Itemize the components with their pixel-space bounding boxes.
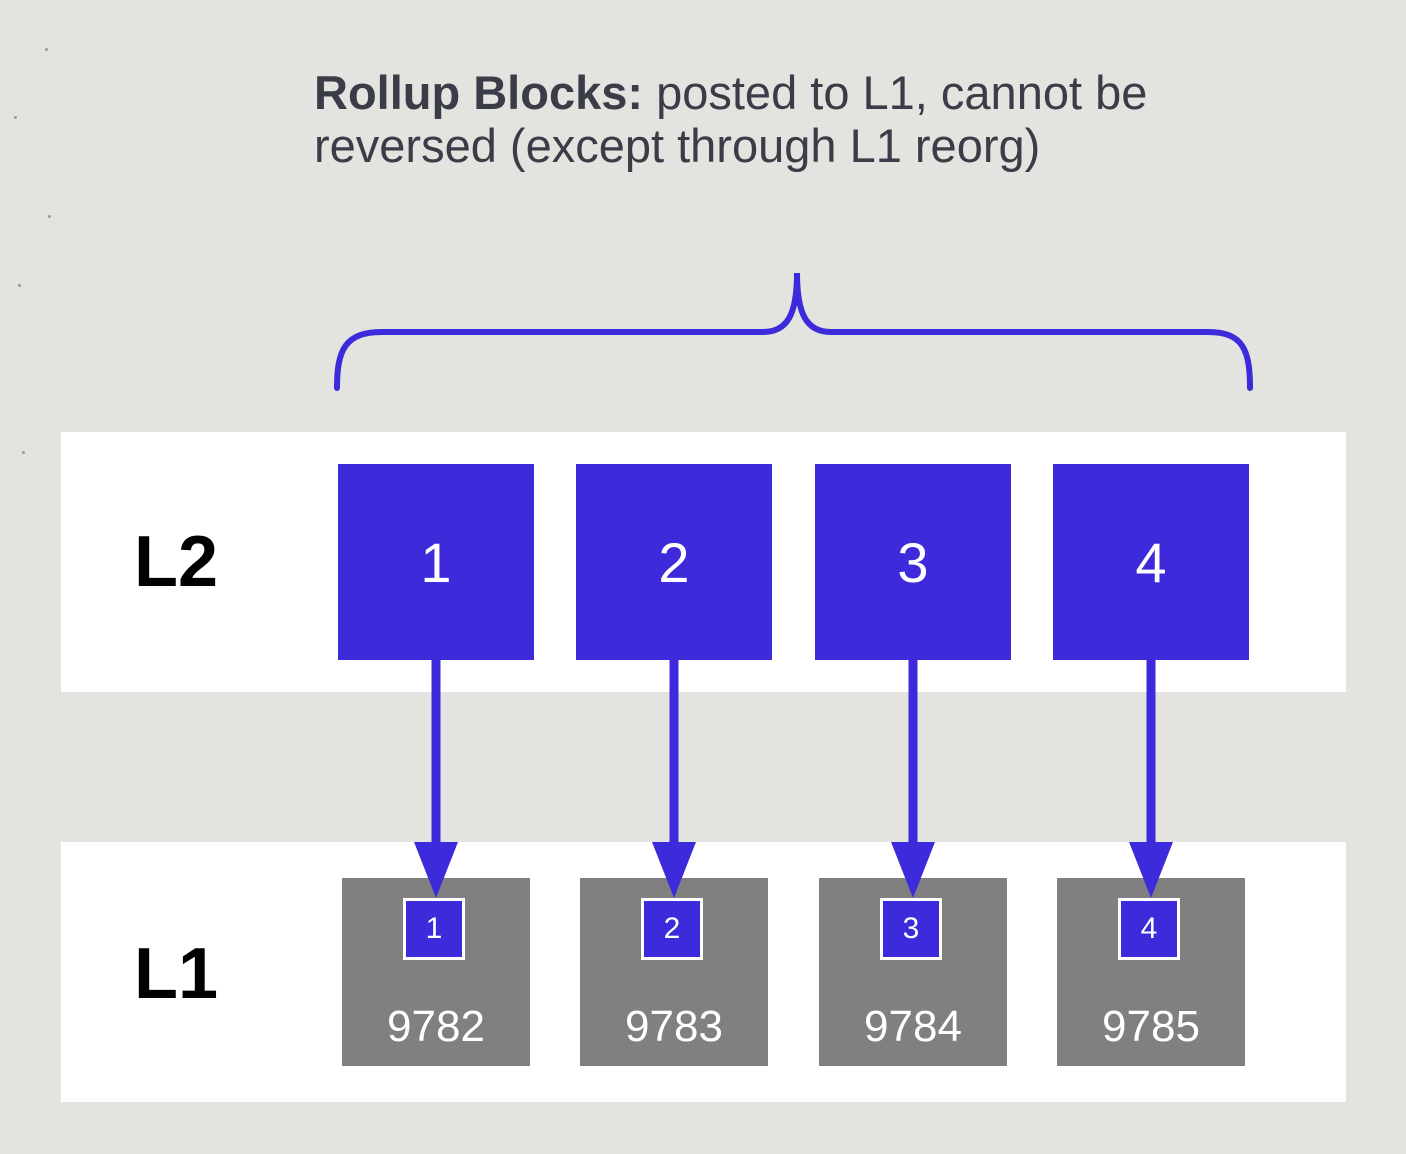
l1-block: 4 9785 [1057, 878, 1245, 1066]
caption-text: posted to L1, cannot be reversed (except… [314, 66, 1148, 172]
l1-label: L1 [134, 934, 219, 1014]
l1-block-rollup-ref: 4 [1118, 898, 1180, 960]
l1-block-number: 9785 [1102, 1002, 1200, 1051]
l1-block-number: 9783 [625, 1002, 723, 1051]
l2-block: 4 [1053, 464, 1249, 660]
l1-block-rollup-ref: 3 [880, 898, 942, 960]
speck [14, 116, 17, 119]
speck [22, 451, 25, 454]
l2-block-number: 1 [420, 530, 452, 594]
l2-label: L2 [134, 522, 219, 602]
l1-block-number: 9784 [864, 1002, 962, 1051]
speck [48, 215, 51, 218]
l1-block: 3 9784 [819, 878, 1007, 1066]
caption-title: Rollup Blocks: [314, 66, 644, 119]
l1-block-rollup-ref: 2 [641, 898, 703, 960]
speck [18, 284, 21, 287]
l2-block: 2 [576, 464, 772, 660]
l2-block: 1 [338, 464, 534, 660]
l1-block-rollup-ref: 1 [403, 898, 465, 960]
l2-block-number: 3 [897, 530, 929, 594]
brace-path [334, 272, 1253, 391]
l2-block: 3 [815, 464, 1011, 660]
l1-block: 2 9783 [580, 878, 768, 1066]
l1-block: 1 9782 [342, 878, 530, 1066]
l1-block-number: 9782 [387, 1002, 485, 1051]
diagram-caption: Rollup Blocks: posted to L1, cannot be r… [314, 66, 1274, 172]
speck [45, 48, 48, 51]
l2-block-number: 4 [1135, 530, 1167, 594]
l2-block-number: 2 [658, 530, 690, 594]
